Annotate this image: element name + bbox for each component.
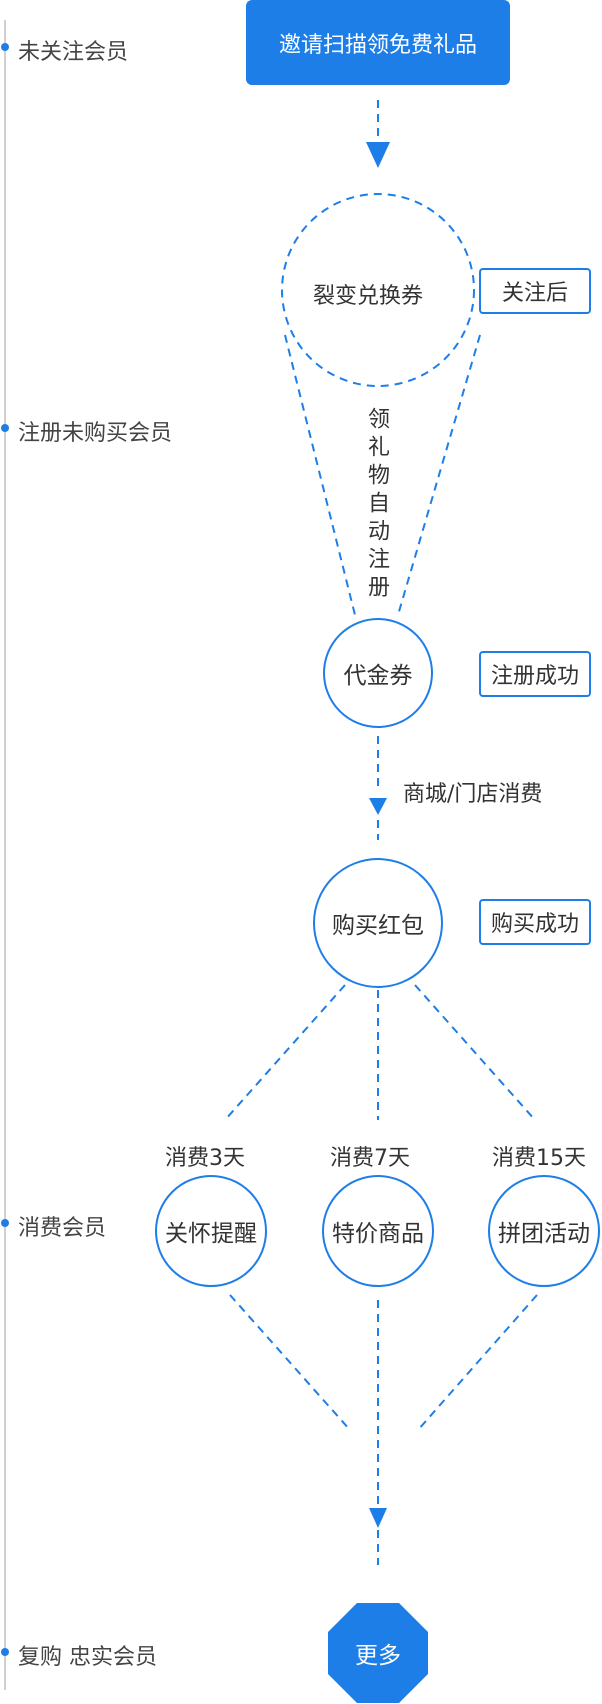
timeline-dot bbox=[1, 1219, 9, 1227]
timeline-dot bbox=[1, 1648, 9, 1656]
converge-line-right bbox=[417, 1294, 538, 1431]
branch-line-right bbox=[414, 984, 536, 1121]
tag-follow: 关注后 bbox=[479, 268, 591, 314]
mall-consumption-note: 商城/门店消费 bbox=[403, 782, 543, 807]
fission-coupon-outline bbox=[281, 193, 475, 387]
stage-label: 未关注会员 bbox=[18, 40, 129, 65]
branch-condition: 消费3天 bbox=[165, 1146, 245, 1171]
fission-coupon-label: 裂变兑换券 bbox=[313, 284, 424, 309]
voucher-node: 代金券 bbox=[323, 618, 433, 728]
stage-label: 消费会员 bbox=[18, 1216, 107, 1241]
branch-condition: 消费7天 bbox=[330, 1146, 410, 1171]
branch-node-special: 特价商品 bbox=[322, 1175, 434, 1287]
converge-line-left bbox=[229, 1294, 351, 1431]
stage-label: 复购 忠实会员 bbox=[18, 1645, 157, 1670]
branch-line-left bbox=[224, 984, 346, 1121]
more-octagon bbox=[328, 1603, 428, 1703]
arrow-head bbox=[366, 142, 390, 168]
branch-node-care: 关怀提醒 bbox=[155, 1175, 267, 1287]
timeline-dot bbox=[1, 43, 9, 51]
arrow-head bbox=[369, 798, 387, 815]
branch-condition: 消费15天 bbox=[492, 1146, 586, 1171]
auto-register-note: 领礼物自动注册 bbox=[364, 407, 389, 603]
arrow-head bbox=[369, 1508, 387, 1528]
funnel-line-right bbox=[397, 334, 481, 616]
tag-purchase: 购买成功 bbox=[479, 899, 591, 945]
red-packet-node: 购买红包 bbox=[313, 858, 443, 988]
start-button[interactable]: 邀请扫描领免费礼品 bbox=[246, 0, 510, 85]
stage-label: 注册未购买会员 bbox=[18, 421, 173, 446]
tag-register: 注册成功 bbox=[479, 651, 591, 697]
funnel-line-left bbox=[284, 334, 356, 616]
branch-node-group: 拼团活动 bbox=[488, 1175, 600, 1287]
more-label: 更多 bbox=[355, 1643, 401, 1669]
timeline-dot bbox=[1, 424, 9, 432]
